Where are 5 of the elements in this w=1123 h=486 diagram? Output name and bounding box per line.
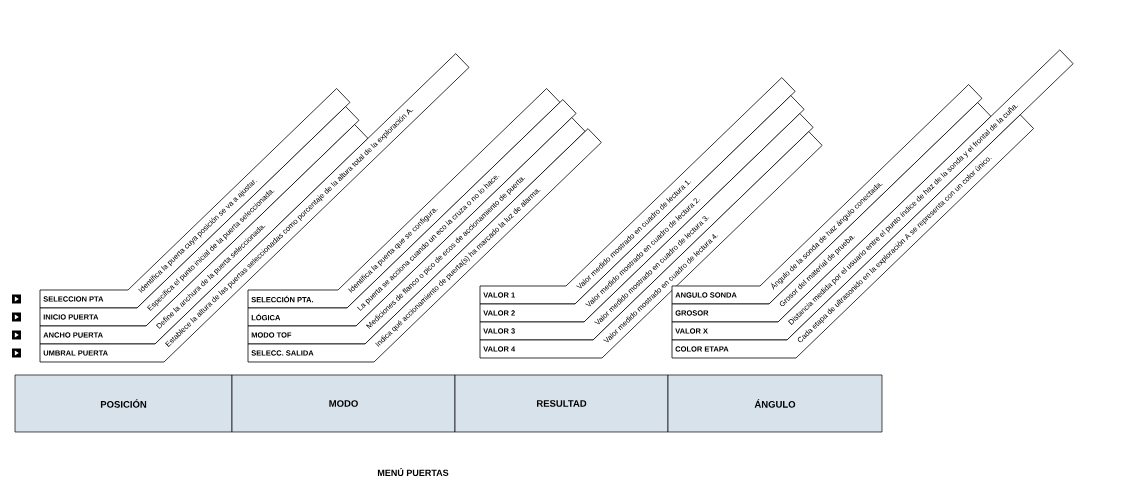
- caption: MENÚ PUERTAS: [377, 467, 449, 477]
- tab-box: MODO: [231, 374, 456, 433]
- tab-box: ÁNGULO: [667, 374, 883, 433]
- tab-box: RESULTAD: [454, 374, 669, 433]
- tab-box: POSICIÓN: [14, 374, 233, 433]
